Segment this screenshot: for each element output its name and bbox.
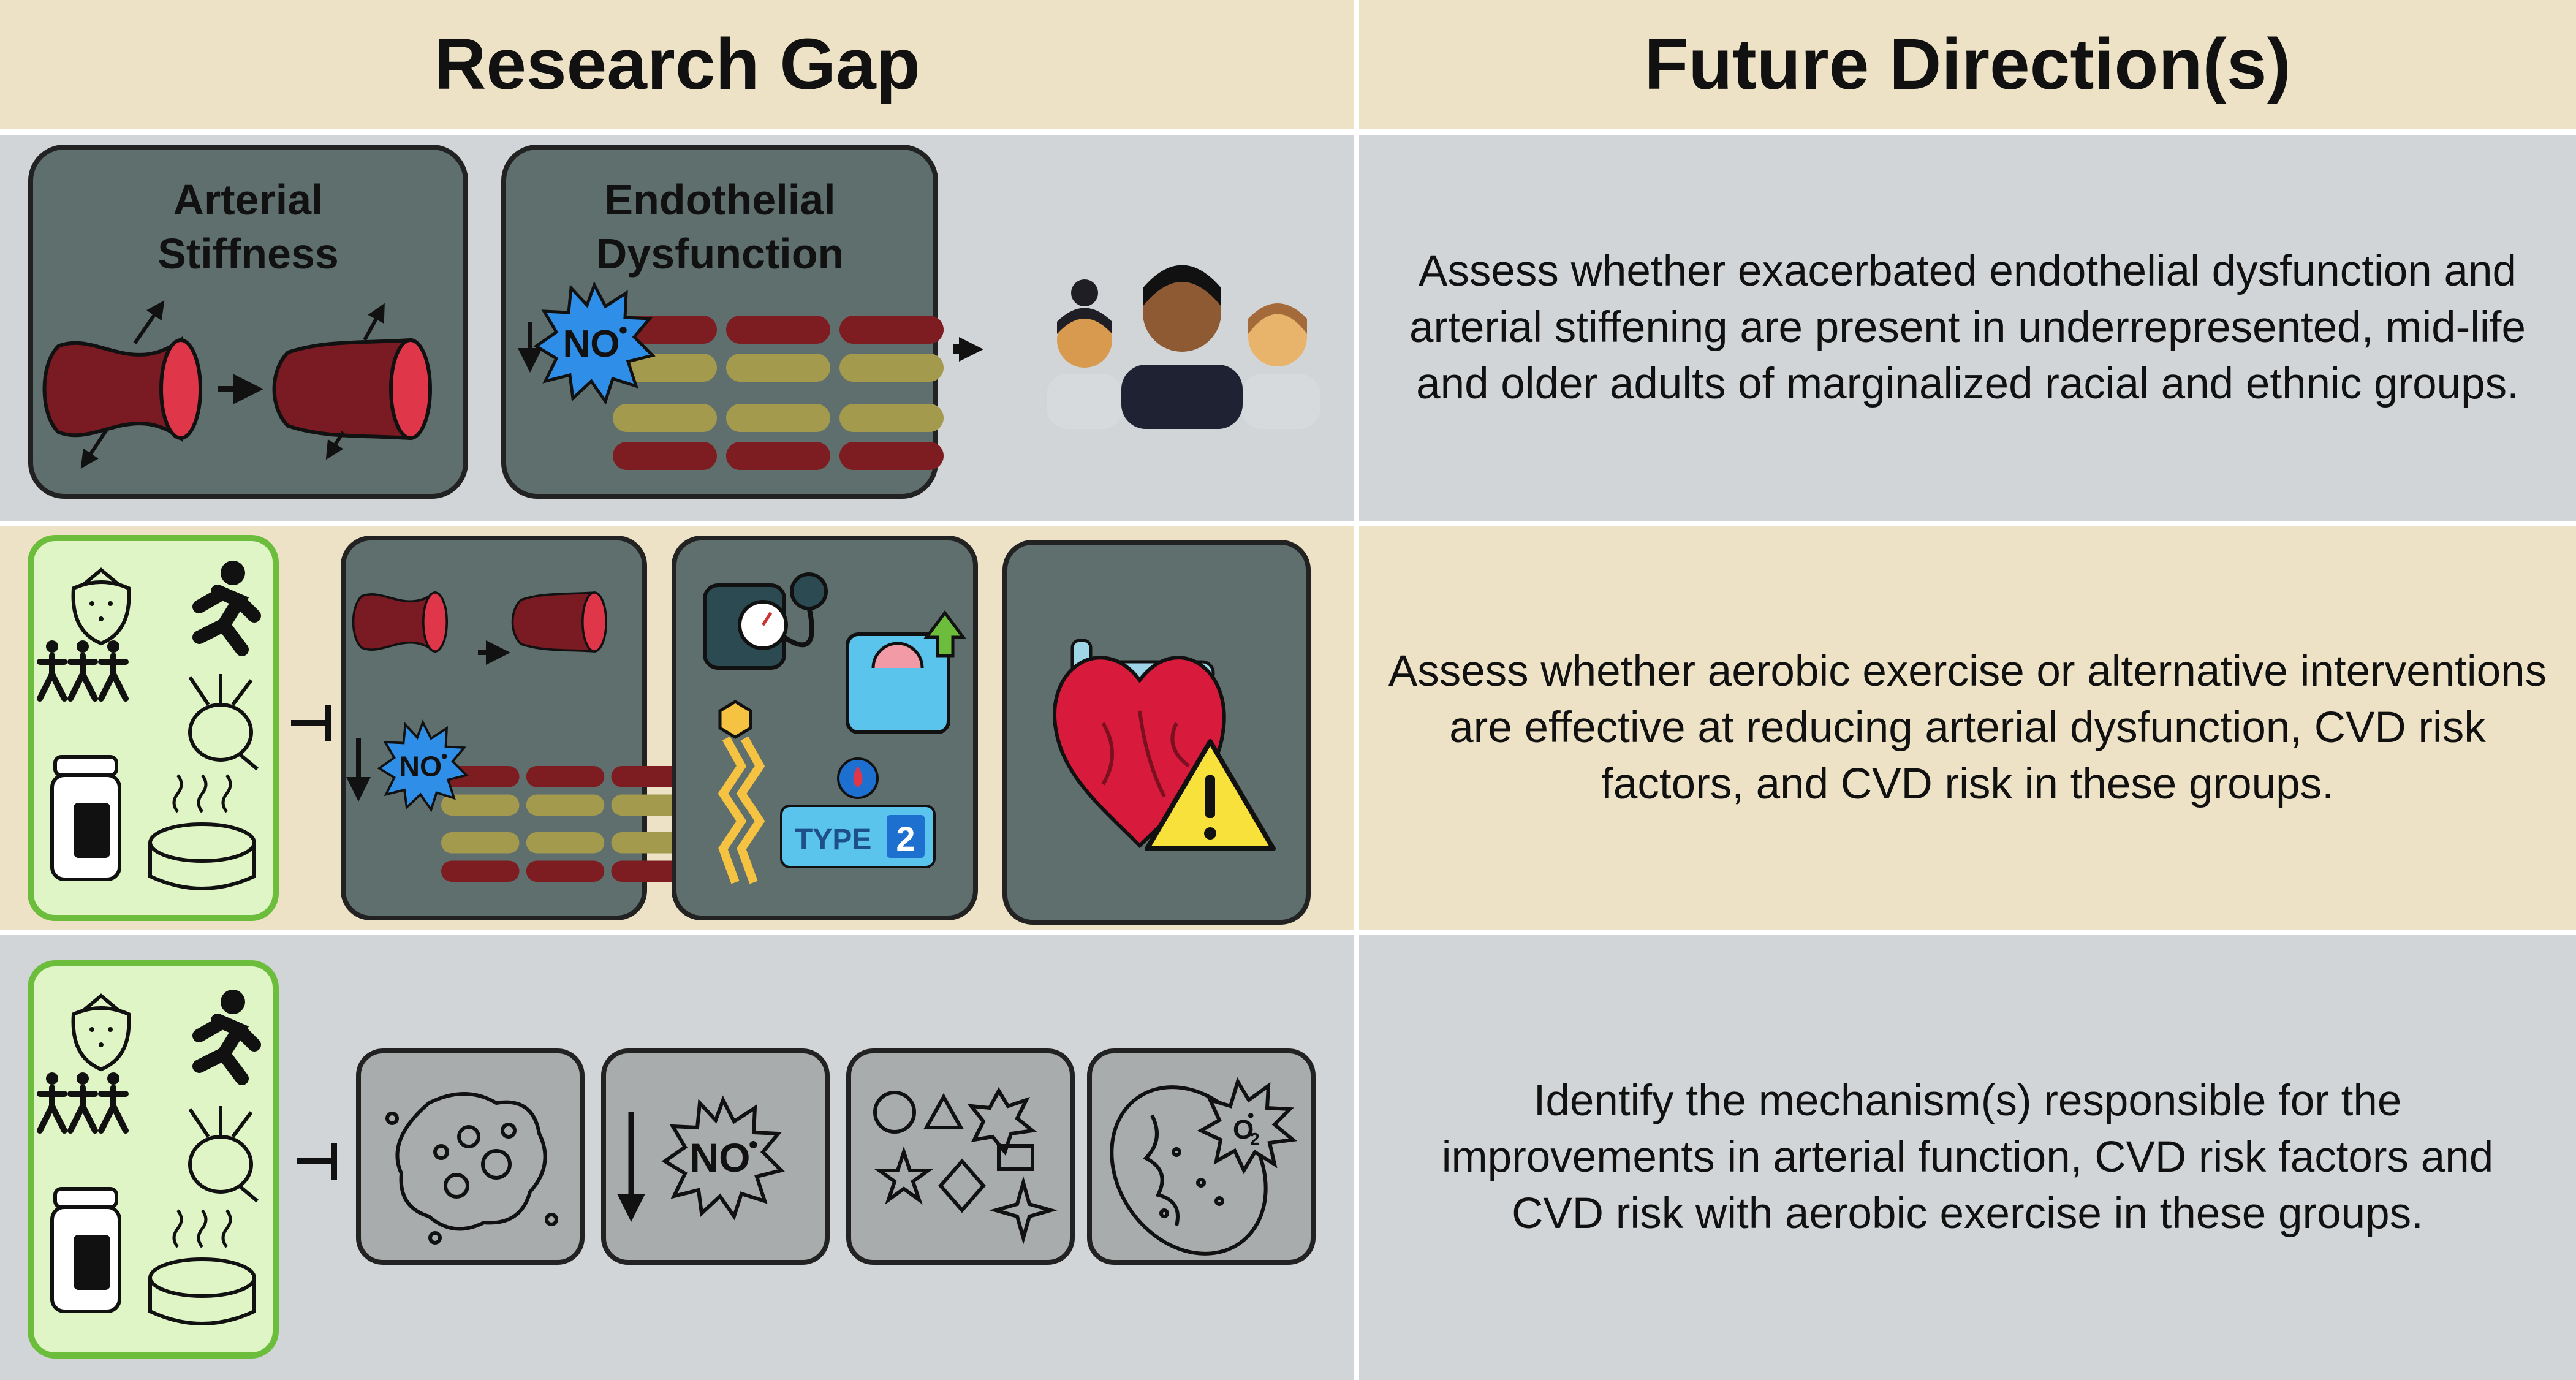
blood-pressure-icon <box>703 572 828 670</box>
group-exercise-icon <box>37 640 129 702</box>
strawberry-icon <box>71 993 131 1072</box>
diabetes-type-number: 2 <box>896 819 915 858</box>
diabetes-type-label: TYPE <box>795 824 871 856</box>
row2-direction-text: Assess whether aerobic exercise or alter… <box>1388 647 2547 808</box>
warning-icon <box>1145 739 1276 851</box>
macrophage-icon <box>385 1092 558 1245</box>
mitochondria-icon <box>1110 1077 1298 1256</box>
no-radical: • <box>441 746 448 767</box>
molecules-panel <box>846 1048 1075 1265</box>
arterial-stiffness-title-1: Arterial <box>173 176 323 224</box>
runner-icon <box>192 561 261 656</box>
oxidative-stress-panel <box>1087 1048 1316 1265</box>
supplement-icon <box>50 755 121 881</box>
row1-direction-cell: Assess whether exacerbated endothelial d… <box>1359 135 2576 521</box>
header-future-directions: Future Direction(s) <box>1359 0 2576 129</box>
no-burst-icon: NO • <box>377 721 468 811</box>
shapes-icon <box>873 1086 1058 1245</box>
no-label: NO <box>563 323 620 365</box>
no-radical: • <box>619 317 627 344</box>
header-research-gap: Research Gap <box>0 0 1354 129</box>
row3-direction-text: Identify the mechanism(s) responsible fo… <box>1441 1077 2494 1238</box>
diabetes-icon: TYPE 2 <box>780 757 936 868</box>
scale-icon <box>846 610 966 734</box>
stiff-artery-icon <box>511 591 608 653</box>
inflammation-panel <box>356 1048 585 1265</box>
no-burst-icon: NO • <box>665 1100 781 1216</box>
endothelial-title-1: Endothelial <box>604 176 835 224</box>
inhibit-icon <box>297 1143 337 1180</box>
header-left-title: Research Gap <box>434 24 920 105</box>
no-radical: • <box>749 1130 758 1159</box>
inhibit-icon <box>291 705 331 741</box>
sauna-icon <box>148 774 256 890</box>
no-burst-icon: NO • <box>536 285 653 401</box>
o2-radical-sub: 2 <box>1250 1129 1260 1148</box>
radish-icon <box>188 674 259 771</box>
runner-icon <box>192 990 261 1085</box>
row2-direction-cell: Assess whether aerobic exercise or alter… <box>1359 526 2576 930</box>
supplement-icon <box>50 1187 121 1313</box>
endothelial-title-2: Dysfunction <box>596 230 844 278</box>
no-label: NO <box>690 1135 751 1180</box>
header-right-title: Future Direction(s) <box>1644 24 2291 105</box>
row1-direction-text: Assess whether exacerbated endothelial d… <box>1409 247 2526 408</box>
artery-icon <box>45 340 201 438</box>
stiff-artery-icon <box>275 340 431 438</box>
arterial-stiffness-title-2: Stiffness <box>157 230 339 278</box>
strawberry-icon <box>71 567 131 646</box>
no-label: NO <box>399 751 442 783</box>
cholesterol-icon <box>718 700 765 884</box>
o2-radical-label: O <box>1233 1115 1254 1145</box>
group-exercise-icon <box>37 1072 129 1134</box>
o2-radical-dot: • <box>1248 1105 1254 1126</box>
people-icon <box>1047 265 1320 429</box>
artery-icon <box>352 591 449 653</box>
arrow-icon <box>959 337 983 362</box>
row3-direction-cell: Identify the mechanism(s) responsible fo… <box>1359 935 2576 1380</box>
no-decrease-panel <box>601 1048 830 1265</box>
radish-icon <box>188 1106 259 1203</box>
sauna-icon <box>148 1209 256 1325</box>
